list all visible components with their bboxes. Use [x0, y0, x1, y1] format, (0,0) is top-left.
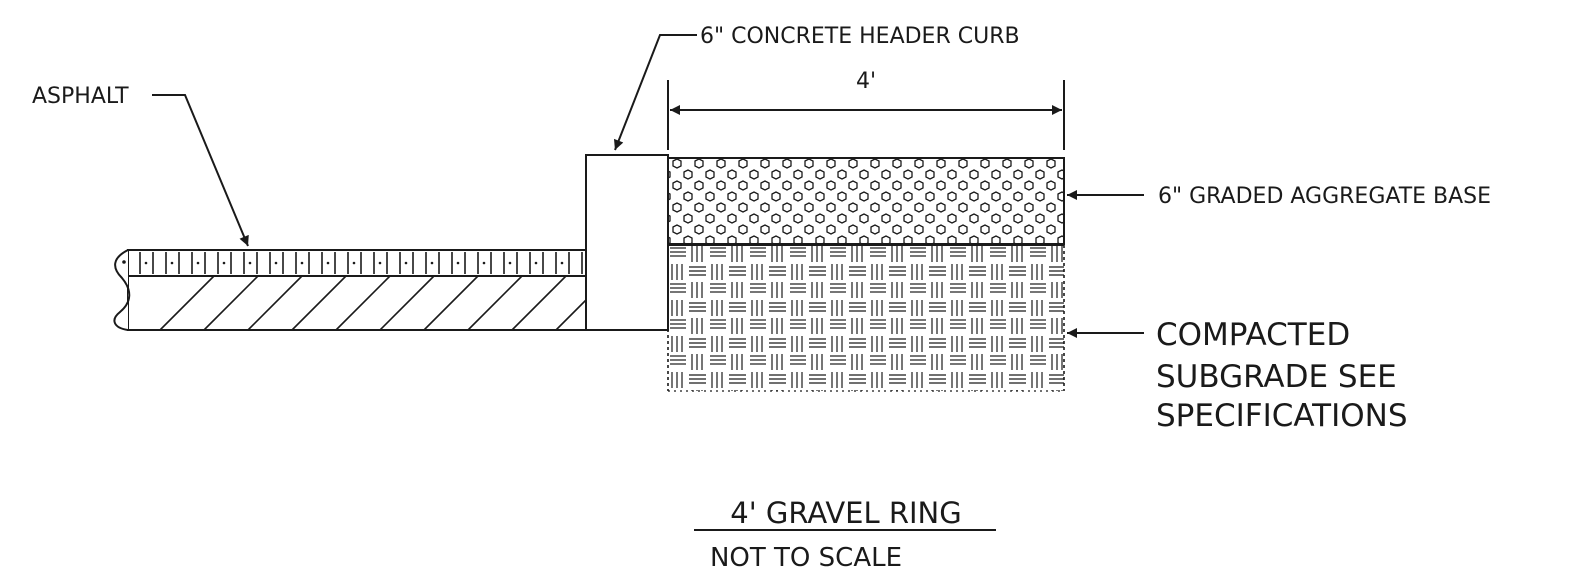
dimension-label: 4': [856, 69, 876, 94]
subgrade-label-line1: COMPACTED: [1156, 317, 1350, 353]
asphalt-tick-marks: [139, 252, 590, 274]
subgrade-label-line2: SUBGRADE SEE: [1156, 359, 1397, 395]
curb-callout: 6" CONCRETE HEADER CURB: [613, 24, 1020, 151]
aggregate-base: [667, 157, 1065, 245]
concrete-header-curb: [585, 154, 669, 331]
asphalt-hatch: [159, 275, 587, 331]
title-scale: NOT TO SCALE: [710, 543, 902, 573]
break-line: [113, 249, 131, 331]
base-label: 6" GRADED AGGREGATE BASE: [1158, 184, 1491, 209]
asphalt-section: [113, 249, 590, 331]
asphalt-callout: ASPHALT: [32, 84, 249, 247]
drawing-title: 4' GRAVEL RING NOT TO SCALE: [694, 496, 996, 573]
asphalt-label: ASPHALT: [32, 84, 129, 109]
asphalt-base-course: [127, 275, 587, 331]
curb-label: 6" CONCRETE HEADER CURB: [700, 24, 1020, 49]
dimension-4ft: 4': [667, 69, 1065, 150]
subgrade-callout: COMPACTED SUBGRADE SEE SPECIFICATIONS: [1067, 317, 1408, 434]
compacted-subgrade: [668, 245, 1064, 391]
title-main: 4' GRAVEL RING: [730, 496, 961, 530]
base-callout: 6" GRADED AGGREGATE BASE: [1067, 184, 1491, 209]
subgrade-label-line3: SPECIFICATIONS: [1156, 398, 1408, 434]
